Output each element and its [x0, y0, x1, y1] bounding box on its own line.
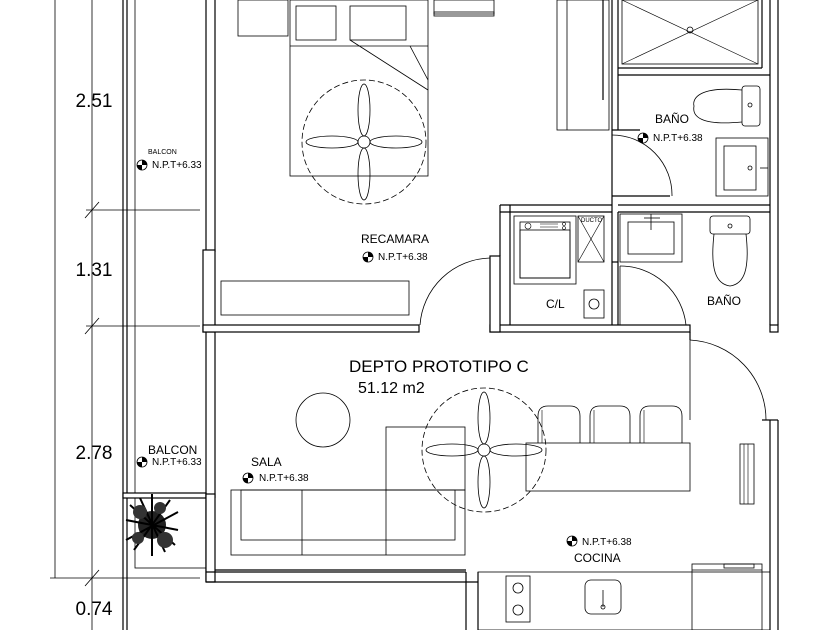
kitchen-island [525, 405, 691, 492]
door-swing [619, 265, 687, 326]
sink-icon [619, 213, 683, 263]
dimension-label: 2.51 [76, 91, 113, 112]
room-labels: BALCON N.P.T+6.33 RECAMARA N.P.T+6.38 BA… [148, 112, 741, 565]
room-label-balcon: BALCON [148, 149, 177, 156]
ceiling-fan-icon [421, 387, 547, 513]
level-label: N.P.T+6.38 [653, 133, 703, 144]
dimension-label: 2.78 [76, 443, 113, 464]
shower [621, 0, 759, 65]
level-label: N.P.T+6.38 [259, 473, 309, 484]
level-label: N.P.T+6.38 [378, 252, 428, 263]
toilet-icon [693, 85, 761, 127]
main-walls [202, 0, 779, 630]
level-label: N.P.T+6.33 [152, 457, 202, 468]
room-label-balcon: BALCON [148, 443, 197, 457]
bed-icon [237, 0, 495, 177]
room-label-bano: BAÑO [655, 112, 689, 126]
ducto-label: DUCTO [581, 218, 603, 224]
kitchen-counter [477, 563, 771, 630]
level-label: N.P.T+6.38 [582, 537, 632, 548]
area-label: 51.12 m2 [358, 380, 425, 397]
sofa-icon [230, 426, 466, 556]
level-marker-icon [136, 456, 148, 468]
laundry-closet: DUCTO [513, 215, 605, 319]
dimension-chain: 2.51 1.31 2.78 0.74 [50, 0, 200, 630]
wardrobe-shelf [220, 280, 410, 316]
door-swing [611, 134, 673, 197]
level-marker-icon [566, 535, 578, 547]
level-label: N.P.T+6.33 [152, 160, 202, 171]
room-label-bano: BAÑO [707, 294, 741, 308]
sink-icon [715, 137, 769, 197]
room-label-cocina: COCINA [574, 551, 621, 565]
level-marker-icon [242, 472, 254, 484]
room-label-sala: SALA [251, 455, 282, 469]
page-title: DEPTO PROTOTIPO C [349, 357, 529, 376]
ceiling-fan-icon [301, 79, 427, 205]
door-swing [419, 257, 491, 326]
balcony-walls [122, 0, 207, 630]
level-marker-icon [362, 251, 374, 263]
wall-unit [739, 443, 755, 505]
toilet-icon [709, 215, 751, 287]
dimension-label: 0.74 [76, 599, 113, 620]
room-label-cl: C/L [546, 297, 565, 311]
plant-icon [125, 494, 179, 556]
side-table [295, 392, 351, 448]
room-label-recamara: RECAMARA [361, 232, 429, 246]
entry-door [689, 339, 767, 421]
dimension-label: 1.31 [76, 260, 113, 281]
level-marker-icon [136, 159, 148, 171]
level-marker-icon [637, 132, 649, 144]
